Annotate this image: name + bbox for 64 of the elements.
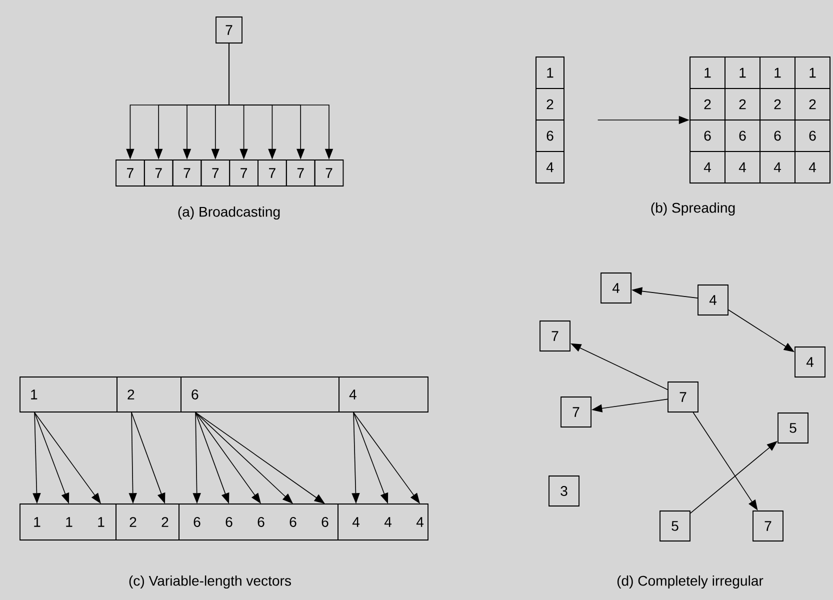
cell: 4 — [724, 151, 760, 184]
cell: 1 — [760, 56, 796, 89]
cell: 4 — [690, 151, 726, 184]
vector-element: 6 — [322, 517, 328, 527]
cell: 6 — [536, 120, 564, 152]
cell: 1 — [690, 56, 726, 89]
vector-element: 2 — [130, 517, 136, 527]
cell: 2 — [690, 88, 726, 120]
cell: 4 — [536, 151, 564, 184]
value-box: 7 — [752, 510, 784, 542]
vector-element: 4 — [384, 517, 392, 527]
vector-element: 1 — [66, 517, 72, 527]
vector-segment: 2 — [116, 376, 182, 412]
value-box: 7 — [216, 16, 242, 44]
vector-element: 2 — [162, 517, 168, 527]
cell: 7 — [172, 160, 202, 186]
cell: 7 — [314, 160, 344, 186]
value-box: 7 — [560, 396, 592, 428]
cell: 6 — [724, 120, 760, 152]
vector-segment — [116, 504, 180, 540]
vector-segment — [178, 504, 338, 540]
value-box: 3 — [548, 476, 580, 506]
vector-element: 1 — [34, 517, 40, 527]
cell: 1 — [724, 56, 760, 89]
cell: 7 — [258, 160, 287, 186]
cell: 7 — [200, 160, 230, 186]
cell: 2 — [760, 88, 796, 120]
vector-element: 6 — [226, 517, 232, 527]
caption: (c) Variable-length vectors — [129, 575, 291, 589]
vector-element: 6 — [290, 517, 296, 527]
cell: 7 — [286, 160, 316, 186]
cell: 2 — [536, 88, 564, 120]
vector-segment — [20, 504, 116, 540]
cell: 2 — [794, 88, 830, 120]
vector-segment: 1 — [20, 376, 118, 412]
cell: 1 — [536, 56, 564, 89]
cell: 7 — [144, 160, 174, 186]
vector-element: 1 — [98, 517, 104, 527]
cell: 6 — [794, 120, 830, 152]
cell: 7 — [229, 160, 258, 186]
vector-segment — [338, 504, 428, 540]
value-box: 5 — [660, 510, 690, 542]
cell: 2 — [724, 88, 760, 120]
caption: (b) Spreading — [651, 202, 735, 216]
value-box: 7 — [668, 382, 698, 412]
value-box: 4 — [698, 284, 728, 316]
cell: 6 — [690, 120, 726, 152]
cell: 6 — [760, 120, 796, 152]
vector-element: 4 — [416, 517, 424, 527]
vector-element: 4 — [352, 517, 360, 527]
vector-segment: 4 — [338, 376, 428, 412]
value-box: 7 — [540, 320, 570, 352]
cell: 1 — [794, 56, 830, 89]
cell: 4 — [760, 151, 796, 184]
vector-element: 6 — [258, 517, 264, 527]
caption: (a) Broadcasting — [178, 206, 280, 220]
value-box: 4 — [794, 346, 826, 378]
cell: 7 — [116, 160, 145, 186]
vector-segment: 6 — [180, 376, 340, 412]
vector-element: 6 — [194, 517, 200, 527]
cell: 4 — [794, 151, 830, 184]
value-box: 4 — [600, 272, 632, 304]
value-box: 5 — [778, 412, 808, 444]
caption: (d) Completely irregular — [617, 575, 764, 589]
